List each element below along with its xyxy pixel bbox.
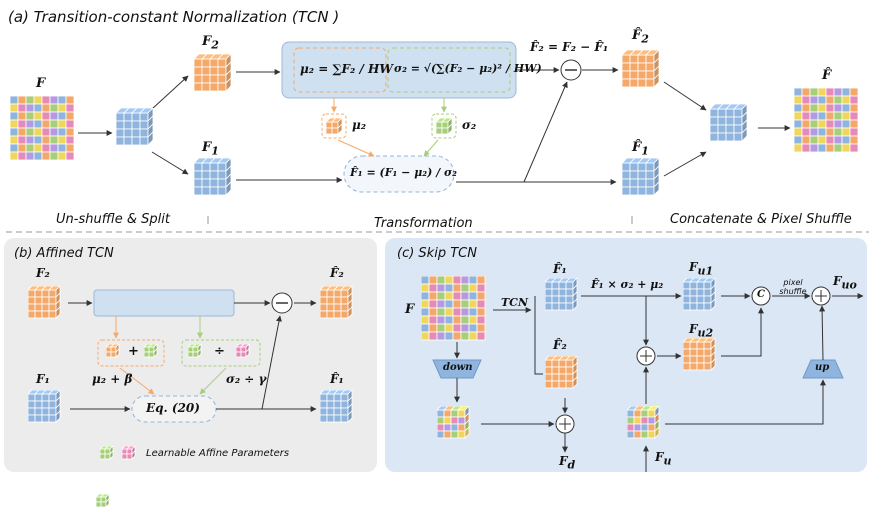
c-concat-label: C [757,289,765,300]
c-tensor-fu [626,405,665,448]
panel-b-canvas [68,289,317,423]
panel-a: (a) Transition-constant Normalization (T… [4,6,869,234]
up-block [802,359,844,379]
arrow-split-f1 [151,151,189,175]
c-up-label: up [815,362,830,373]
c-label-f: F [405,302,415,317]
b-div: ÷ [214,344,225,359]
b-cube-sigma [187,343,204,364]
c-label-fuo: Fuo [833,274,857,292]
b-mu-box [97,339,165,367]
label-mu: μ₂ [352,118,367,132]
c-tensor-f1hat [544,277,583,320]
b-legend-cube-2 [121,445,138,466]
panel-c-title: (c) Skip TCN [397,246,477,261]
b-tensor-f1 [27,389,68,434]
down-block [432,359,482,379]
b-legend-cube-1 [95,493,112,514]
c-label-fu: Fu [655,450,672,468]
b-sigma-box [181,339,261,367]
b-plus: + [128,344,139,359]
label-fhat: F̂ [822,68,832,83]
b-label-f1: F₁ [36,372,50,386]
tensor-f1 [193,157,240,208]
arrow-concat-a [663,81,707,111]
c-label-f1hat: F̂₁ [553,262,567,276]
stage-concat: Concatenate & Pixel Shuffle [670,212,852,227]
b-legend-text: Learnable Affine Parameters [146,448,290,459]
b-cube-mu [105,343,122,364]
cube-sigma [435,117,454,140]
c-label-fu1: Fu1 [689,260,714,278]
panel-c-canvas [432,286,864,472]
tensor-f1hat [621,157,668,208]
c-label-f2hat: F̂₂ [553,338,567,352]
f1hat-equation: F̂₁ = (F₁ − μ₂) / σ₂ [350,166,457,179]
mu-small-box [321,113,347,139]
panel-c: (c) Skip TCN F TCN F̂₁ F̂₂ F̂₁ × σ₂ + μ₂… [385,238,867,472]
label-f1: F1 [202,140,219,158]
mu-equation: μ₂ = ∑F₂ / HW [300,62,393,76]
b-tensor-f2hat [319,285,360,330]
tensor-f2 [193,53,240,104]
c-pixel-shuffle-label: pixel shuffle [779,278,807,296]
b-stats-box [93,289,235,317]
c-tensor-fu1 [682,277,721,320]
c-label-fd: Fd [559,454,576,472]
c-tensor-fd-in [436,405,475,448]
sigma-small-box [431,113,457,139]
panel-b: (b) Affined TCN F₂ F₁ F̂₂ F̂₁ + ÷ μ₂ + β… [4,238,377,508]
b-tensor-f1hat [319,389,360,434]
arrow-concat-b [663,151,707,177]
c-label-fu2: Fu2 [689,322,714,340]
label-sigma: σ₂ [462,118,477,132]
c-tensor-f2hat [544,355,583,398]
c-tensor-fu2 [682,337,721,380]
f2hat-equation: F̂₂ = F₂ − F̂₁ [530,40,609,54]
f1hat-eq-box [343,155,455,193]
c-concat-op [751,286,771,306]
arrow-f1hat-minus [523,81,568,183]
stage-unshuffle: Un-shuffle & Split [56,212,170,227]
sigma-equation: σ₂ = √(∑(F₂ − μ₂)² / HW) [394,62,542,75]
c-down-label: down [443,362,473,373]
tensor-concat [709,103,756,154]
label-f: F [36,76,46,91]
b-mu-beta: μ₂ + β [92,372,133,386]
b-label-f1hat: F̂₁ [330,372,344,386]
panel-a-canvas [6,41,869,233]
c-expr: F̂₁ × σ₂ + μ₂ [591,278,664,291]
b-label-f2: F₂ [36,266,50,280]
b-legend-cube-3 [99,445,116,466]
c-label-tcn: TCN [501,296,528,309]
cube-mu [325,117,344,140]
panel-b-title: (b) Affined TCN [14,246,114,261]
label-f2hat: F̂2 [632,28,649,46]
label-f2: F2 [202,34,219,52]
arrow-split-f2 [151,75,189,110]
b-tensor-f2 [27,285,68,330]
panel-a-title: (a) Transition-constant Normalization (T… [8,8,340,26]
mu-box [293,47,387,93]
b-eq-ref: Eq. (20) [146,401,200,415]
b-sigma-gamma: σ₂ ÷ γ [226,372,267,386]
tensor-f2hat [621,49,668,100]
b-label-f2hat: F̂₂ [330,266,344,280]
tensor-fhat [793,87,864,162]
b-cube-gamma [235,343,252,364]
stage-transformation: Transformation [374,216,473,231]
label-f1hat: F̂1 [632,140,649,158]
tensor-f-unshuffled [115,107,162,158]
c-tensor-f [420,275,487,346]
b-cube-beta [143,343,160,364]
sigma-box [387,47,511,93]
tensor-f [9,95,80,170]
